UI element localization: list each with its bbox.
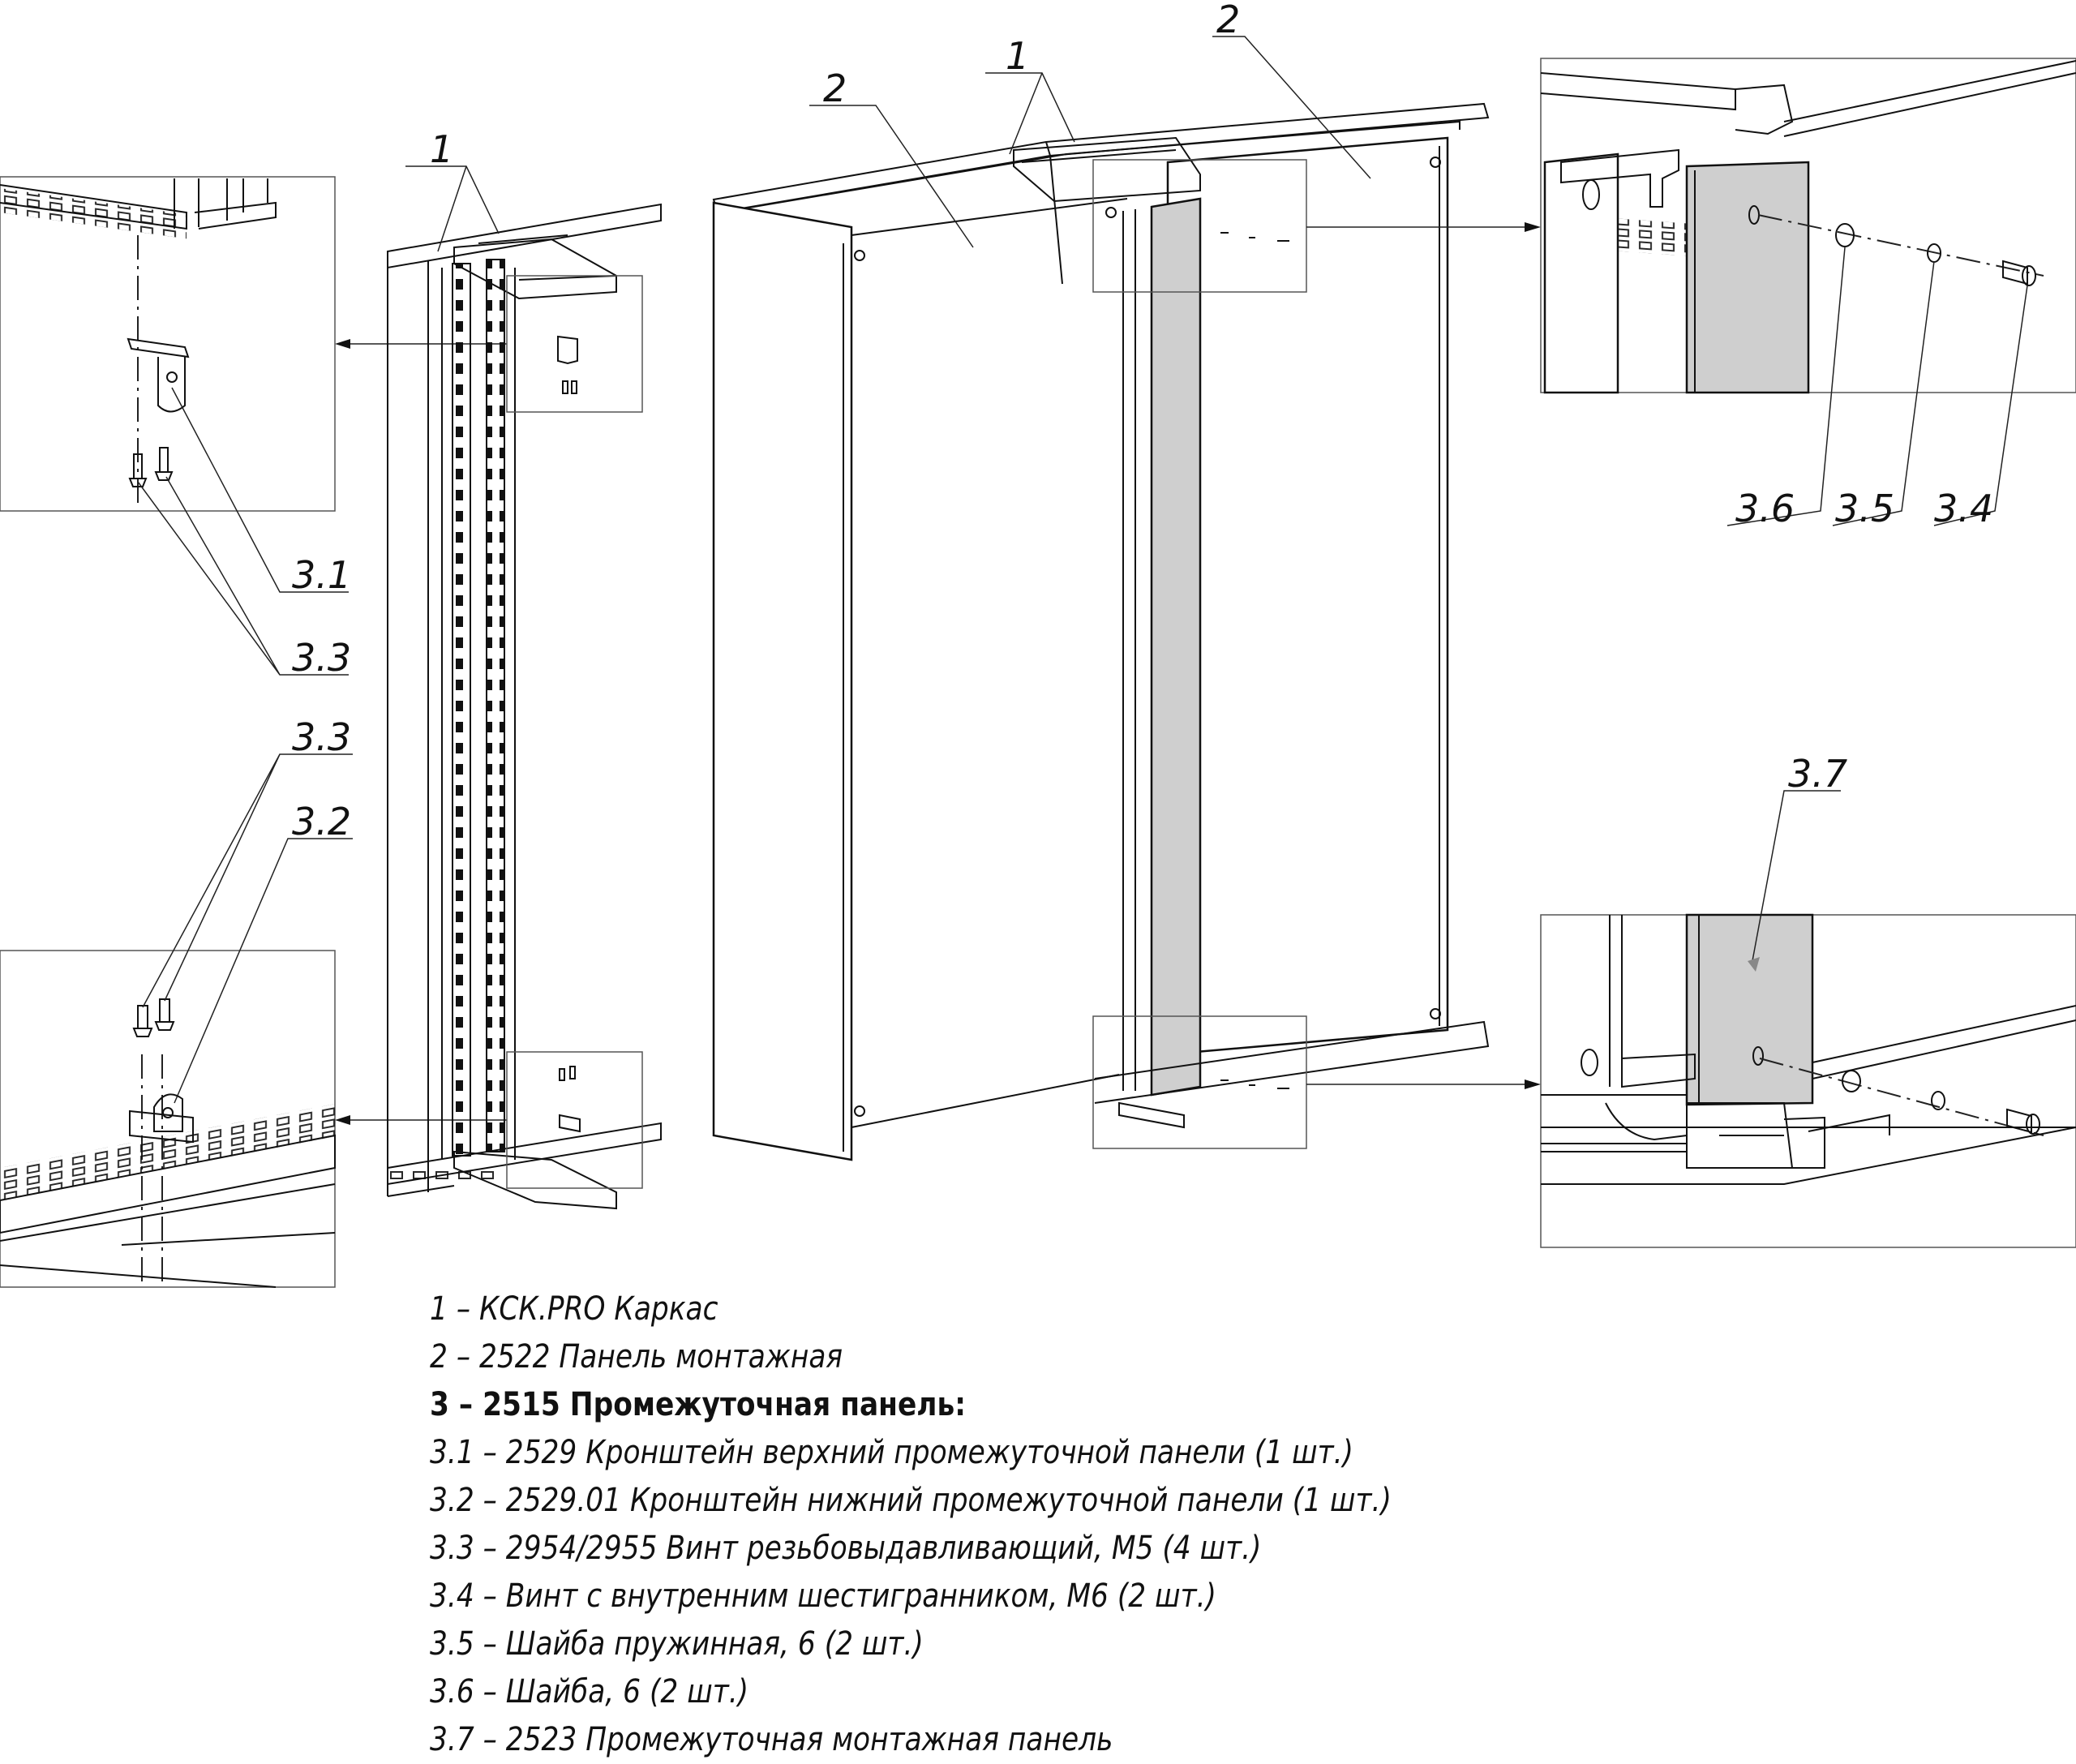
callout-1-mid: 1 [430, 127, 453, 171]
callout-2-right: 2 [1216, 0, 1240, 41]
callout-3-3-bottom: 3.3 [292, 715, 351, 759]
screws-top [128, 447, 174, 487]
callout-3-7: 3.7 [1788, 752, 1847, 796]
legend-item-2: 2 – 2522 Панель монтажная [430, 1338, 843, 1376]
callout-2-left: 2 [823, 67, 847, 110]
mounting-panel-left [712, 201, 853, 1161]
intermediate-panel [1150, 197, 1202, 1097]
callout-3-1: 3.1 [292, 553, 351, 597]
callout-3-6: 3.6 [1735, 487, 1795, 530]
callout-3-5: 3.5 [1835, 487, 1894, 530]
legend-item-3-1: 3.1 – 2529 Кронштейн верхний промежуточн… [430, 1434, 1353, 1471]
callout-3-2: 3.2 [292, 800, 351, 843]
detail-top-left [0, 176, 336, 512]
legend-item-1: 1 – КСК.PRO Каркас [430, 1290, 718, 1328]
legend-item-3: 3 – 2515 Промежуточная панель: [430, 1386, 966, 1423]
hex-screw [2002, 260, 2028, 285]
detail-top-right [1540, 58, 2076, 526]
mounting-panel-right [1166, 136, 1449, 1056]
legend-item-3-4: 3.4 – Винт с внутренним шестигранником, … [430, 1577, 1216, 1615]
legend-item-3-6: 3.6 – Шайба, 6 (2 шт.) [430, 1673, 749, 1710]
cabinet-assembly [712, 102, 1490, 1161]
callout-3-3-top: 3.3 [292, 636, 351, 680]
washer [1835, 223, 1855, 247]
detail-bottom-left [0, 950, 336, 1288]
frame-assembly [387, 203, 662, 1210]
legend-item-3-5: 3.5 – Шайба пружинная, 6 (2 шт.) [430, 1625, 924, 1663]
bracket-top [127, 337, 190, 413]
legend-item-3-7: 3.7 – 2523 Промежуточная монтажная панел… [430, 1721, 1113, 1758]
detail-bottom-right [1540, 790, 2076, 1248]
parts-legend: 1 – КСК.PRO Каркас 2 – 2522 Панель монта… [430, 1285, 1565, 1764]
callout-1-right: 1 [1006, 34, 1029, 78]
legend-item-3-2: 3.2 – 2529.01 Кронштейн нижний промежуто… [430, 1482, 1392, 1519]
legend-item-3-3: 3.3 – 2954/2955 Винт резьбовыдавливающий… [430, 1530, 1262, 1567]
callout-3-4: 3.4 [1934, 487, 1993, 530]
